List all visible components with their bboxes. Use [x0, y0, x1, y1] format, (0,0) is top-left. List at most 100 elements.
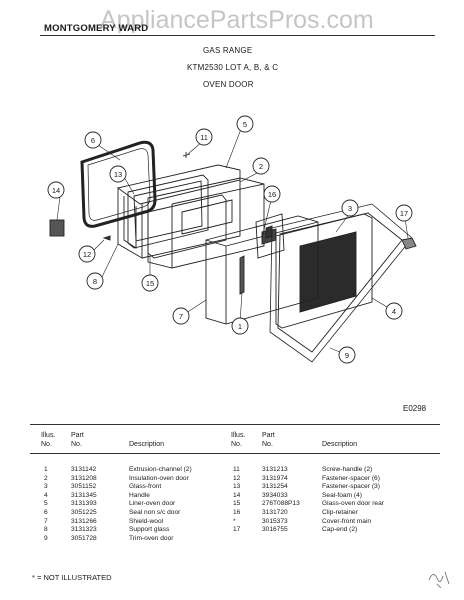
callout-4	[385, 302, 403, 320]
right-row-desc: Cover-front main	[322, 517, 372, 525]
right-row-part: 276T088P13	[262, 500, 300, 508]
model-number: KTM2530 LOT A, B, & C	[187, 63, 279, 72]
left-row-desc: Seal non s/c door	[129, 509, 181, 516]
callout-2-label: 2	[259, 162, 263, 171]
left-row-desc: Insulation-oven door	[129, 474, 189, 482]
right-row-desc: Screw-handle (2)	[322, 466, 373, 473]
callout-15-label: 15	[146, 279, 154, 288]
rear-glass-part	[147, 194, 227, 259]
right-row-illus: 12	[233, 474, 241, 482]
callout-16-label: 16	[268, 190, 276, 199]
callout-1	[231, 317, 249, 335]
callout-labels: 6 11 5 2 13 16 3 17 14 12 8 15 7 1 4 9	[47, 115, 413, 364]
callout-8-label: 8	[93, 277, 97, 286]
left-row-part: 3131345	[71, 491, 97, 499]
outer-door-panel-part	[205, 215, 319, 325]
insulation-oven-door-part	[147, 177, 265, 269]
left-row-desc: Support glass	[129, 526, 170, 534]
section-title: OVEN DOOR	[203, 80, 254, 89]
right-row-illus: *	[233, 517, 236, 525]
right-row-desc: Clip-retainer	[322, 509, 358, 516]
right-row-part: 3131213	[262, 466, 288, 473]
left-row-part: 3131142	[71, 466, 97, 473]
left-row-part: 3131266	[71, 517, 97, 525]
callout-4-label: 4	[392, 307, 396, 316]
right-row-illus: 13	[233, 483, 241, 491]
right-row-part: 3015373	[262, 517, 288, 525]
diagram-code: E0298	[403, 404, 427, 413]
product-type: GAS RANGE	[203, 46, 253, 55]
left-row-illus: 4	[44, 491, 48, 499]
left-row-illus: 7	[44, 517, 48, 525]
left-header-illus: Illus.No.	[41, 432, 56, 448]
right-row-part: 3131974	[262, 474, 288, 482]
callout-13	[109, 165, 127, 183]
right-row-part: 3016755	[262, 526, 288, 534]
left-row-illus: 6	[44, 509, 48, 516]
exploded-parts-diagram	[49, 128, 417, 363]
left-row-part: 3051728	[71, 534, 97, 542]
left-row-part: 3051152	[71, 483, 97, 491]
right-row-desc: Fastener-spacer (6)	[322, 474, 380, 482]
callout-14-label: 14	[52, 186, 60, 195]
left-row-part: 3131393	[71, 500, 97, 508]
callout-3	[341, 199, 359, 217]
callout-17-label: 17	[400, 209, 408, 218]
clip-retainer-part	[265, 225, 273, 239]
callout-11	[195, 128, 213, 146]
right-row-desc: Cap-end (2)	[322, 526, 358, 534]
left-row-illus: 3	[44, 483, 48, 491]
left-row-illus: 5	[44, 500, 48, 508]
table-top-rule	[30, 424, 440, 425]
right-row-part: 3131720	[262, 509, 288, 516]
support-glass-part	[127, 174, 209, 249]
callout-3-label: 3	[348, 204, 352, 213]
callout-7	[172, 307, 190, 325]
callout-5-label: 5	[243, 120, 247, 129]
left-row-part: 3131323	[71, 526, 97, 534]
callout-17	[395, 204, 413, 222]
shield-wool-part	[255, 213, 285, 259]
end-cap-part	[401, 237, 417, 250]
right-row-desc: Fastener-spacer (3)	[322, 483, 380, 491]
left-header-description: Description	[129, 441, 165, 448]
right-row-illus: 16	[233, 509, 241, 516]
left-row-desc: Shield-wool	[129, 517, 164, 525]
callout-12-label: 12	[83, 250, 91, 259]
callout-2	[252, 157, 270, 175]
callout-6-label: 6	[91, 136, 95, 145]
right-row-illus: 15	[233, 500, 241, 508]
handwritten-mark	[428, 571, 450, 589]
left-row-illus: 2	[44, 474, 48, 482]
left-row-part: 3131208	[71, 474, 97, 482]
right-row-desc: Seal-foam (4)	[322, 491, 362, 499]
callout-9-label: 9	[345, 351, 349, 360]
header-rule	[40, 35, 435, 36]
right-row-part: 3934033	[262, 491, 288, 499]
left-row-illus: 9	[44, 534, 48, 542]
screw-handle-part	[182, 152, 191, 158]
callout-12	[78, 245, 96, 263]
watermark-text: AppliancePartsPros.com	[100, 6, 374, 34]
left-row-illus: 1	[44, 466, 48, 473]
right-row-part: 3131254	[262, 483, 288, 491]
callout-11-label: 11	[200, 133, 208, 142]
callout-1-label: 1	[238, 322, 242, 331]
left-row-illus: 8	[44, 526, 48, 534]
right-row-illus: 14	[233, 491, 241, 499]
right-header-illus: Illus.No.	[231, 432, 246, 448]
brand-name: MONTGOMERY WARD	[44, 23, 149, 34]
callout-13-label: 13	[114, 170, 122, 179]
left-row-desc: Liner-oven door	[129, 500, 176, 508]
callout-6	[84, 131, 102, 149]
callout-15	[141, 274, 159, 292]
right-row-illus: 11	[233, 466, 240, 473]
fastener-spacer-part	[102, 235, 111, 241]
left-row-desc: Glass-front	[129, 483, 162, 491]
footnote: * = NOT ILLUSTRATED	[32, 573, 112, 582]
liner-oven-door-part	[116, 164, 241, 259]
table-header-rule	[30, 453, 440, 454]
right-row-desc: Glass-oven door rear	[322, 500, 384, 508]
